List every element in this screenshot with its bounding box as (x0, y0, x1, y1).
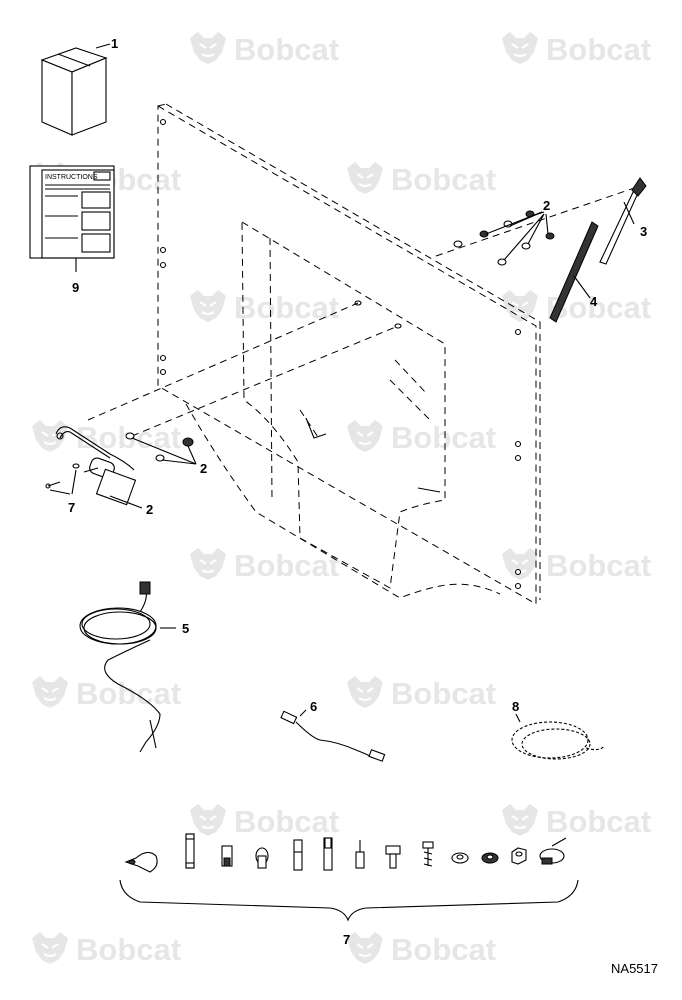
callout-7-screws: 7 (68, 500, 75, 515)
wiper-motor-icon (55, 426, 137, 506)
watermark-text: Bobcat (234, 32, 339, 67)
bobcat-logo-icon (189, 547, 227, 581)
wiper-arm-icon (599, 177, 647, 265)
callout-2-motor-lower: 2 (146, 502, 153, 517)
spade-terminal-icon (323, 837, 333, 871)
bobcat-logo-icon (501, 547, 539, 581)
figure-reference: NA5517 (611, 961, 658, 976)
jumper-wire-icon (280, 709, 386, 762)
terminal-connector-icon (221, 845, 233, 867)
watermark-text: Bobcat (546, 32, 651, 67)
pin-terminal-icon (355, 840, 365, 869)
bobcat-logo-icon (346, 931, 384, 965)
bobcat-logo-icon (189, 803, 227, 837)
ring-terminal-icon (255, 847, 269, 869)
watermark-text: Bobcat (546, 804, 651, 839)
watermark-text: Bobcat (546, 548, 651, 583)
watermark-text: Bobcat (391, 676, 496, 711)
spiral-wrap-icon (511, 713, 605, 760)
callout-6: 6 (310, 699, 317, 714)
centerline-upper (87, 302, 359, 421)
hardware-kit-brace (119, 879, 579, 922)
kit-box-icon (40, 43, 111, 136)
lock-washer-icon (481, 852, 499, 864)
instructions-title: INSTRUCTIONS (45, 174, 98, 181)
cable-tie-icon (539, 837, 567, 865)
bobcat-logo-icon (31, 931, 69, 965)
callout-7-hardware: 7 (343, 932, 350, 947)
callout-2-motor-upper: 2 (200, 461, 207, 476)
flat-washer-icon (451, 852, 469, 864)
bobcat-logo-icon (189, 31, 227, 65)
hardware-icons (124, 833, 567, 873)
cab-door-panel (157, 103, 541, 605)
watermark-layer: Bobcat Bobcat Bobcat Bobcat Bobcat Bobca… (31, 31, 651, 967)
callout-9: 9 (72, 280, 79, 295)
callout-5: 5 (182, 621, 189, 636)
bolt-icon (385, 845, 401, 869)
bobcat-logo-icon (189, 289, 227, 323)
watermark-text: Bobcat (391, 932, 496, 967)
watermark-text: Bobcat (76, 676, 181, 711)
callout-3: 3 (640, 224, 647, 239)
callout-1: 1 (111, 36, 118, 51)
watermark-text: Bobcat (391, 162, 496, 197)
bobcat-logo-icon (346, 161, 384, 195)
fuse-icon (185, 833, 195, 869)
instructions-manual-icon: INSTRUCTIONS (29, 165, 115, 272)
bobcat-logo-icon (501, 803, 539, 837)
wiper-blade-icon (549, 221, 599, 323)
bobcat-logo-icon (346, 675, 384, 709)
arm-hardware-icons (453, 210, 555, 266)
clamp-icon (124, 851, 158, 873)
watermark-text: Bobcat (234, 804, 339, 839)
screw-icon (422, 841, 434, 867)
watermark-text: Bobcat (391, 420, 496, 455)
nut-icon (511, 847, 527, 865)
bobcat-logo-icon (501, 31, 539, 65)
motor-hardware-icons (45, 432, 197, 509)
callout-8: 8 (512, 699, 519, 714)
butt-connector-icon (293, 839, 303, 871)
callout-4: 4 (590, 294, 598, 309)
callout-2-arm: 2 (543, 198, 550, 213)
bobcat-logo-icon (346, 419, 384, 453)
bobcat-logo-icon (31, 675, 69, 709)
watermark-text: Bobcat (234, 548, 339, 583)
harness-icon (79, 581, 176, 753)
watermark-text: Bobcat (76, 932, 181, 967)
watermark-text: Bobcat (234, 290, 339, 325)
